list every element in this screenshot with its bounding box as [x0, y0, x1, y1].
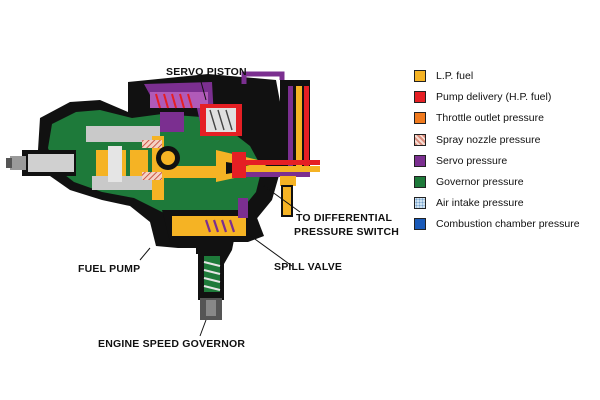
legend-label: Air intake pressure — [436, 197, 524, 210]
legend-label: Combustion chamber pressure — [436, 218, 580, 231]
legend-item-air-intake: Air intake pressure — [414, 197, 594, 218]
legend-item-lp-fuel: L.P. fuel — [414, 70, 594, 91]
legend-item-governor: Governor pressure — [414, 175, 594, 197]
legend-label: Spray nozzle pressure — [436, 133, 541, 146]
legend-swatch — [414, 218, 426, 231]
legend-item-servo: Servo pressure — [414, 154, 594, 176]
legend-item-spray-nozzle: Spray nozzle pressure — [414, 133, 594, 155]
legend-swatch — [414, 133, 426, 146]
pressure-switch-label: PRESSURE SWITCH — [294, 226, 400, 238]
drive-shaft — [6, 150, 76, 176]
leader-lines — [139, 77, 301, 337]
spill-valve-label: SPILL VALVE — [274, 261, 343, 273]
legend-label: L.P. fuel — [436, 70, 474, 82]
fuel-pump-label: FUEL PUMP — [78, 263, 141, 275]
delivery-pipes — [232, 71, 320, 217]
engine-speed-governor — [196, 240, 228, 320]
legend-label: Throttle outlet pressure — [436, 112, 544, 125]
legend-item-throttle-outlet: Throttle outlet pressure — [414, 112, 594, 133]
legend-label: Governor pressure — [436, 175, 524, 188]
legend-label: Pump delivery (H.P. fuel) — [436, 91, 552, 104]
legend-item-combustion-chamber: Combustion chamber pressure — [414, 218, 594, 239]
legend-label: Servo pressure — [436, 154, 508, 167]
legend-swatch — [414, 112, 426, 125]
servo-piston — [144, 82, 242, 136]
legend: L.P. fuel Pump delivery (H.P. fuel) Thro… — [414, 70, 594, 240]
pump-internals — [86, 126, 272, 200]
legend-item-pump-delivery: Pump delivery (H.P. fuel) — [414, 91, 594, 112]
legend-swatch — [414, 197, 426, 210]
spill-valve — [162, 198, 264, 242]
engine-speed-governor-label: ENGINE SPEED GOVERNOR — [98, 338, 246, 350]
servo-piston-label: SERVO PISTON — [166, 66, 247, 78]
legend-swatch — [414, 91, 426, 104]
to-differential-label: TO DIFFERENTIAL — [296, 212, 393, 224]
legend-swatch — [414, 70, 426, 82]
legend-swatch — [414, 175, 426, 188]
legend-swatch — [414, 154, 426, 167]
